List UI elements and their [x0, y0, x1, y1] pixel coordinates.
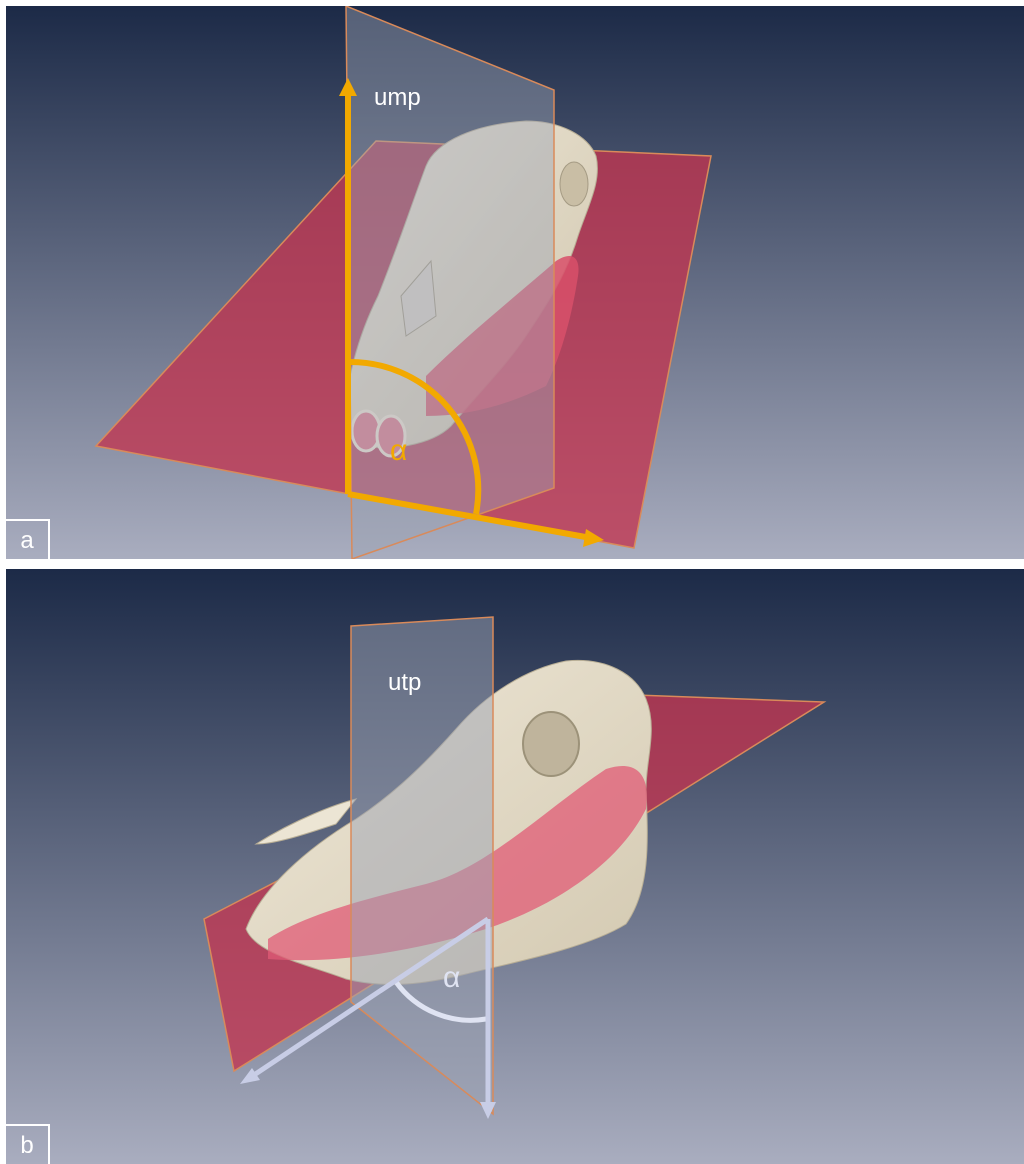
eye-socket: [523, 712, 579, 776]
panel-letter-a: a: [6, 519, 50, 559]
panel-letter-b: b: [6, 1124, 50, 1164]
panel-b-scene: [6, 569, 1024, 1164]
panel-a-scene: [6, 6, 1024, 559]
eye-socket: [560, 162, 588, 206]
panel-a: ump α a: [6, 6, 1024, 559]
plane-label-ump: ump: [374, 84, 421, 112]
angle-label-alpha: α: [443, 961, 460, 995]
plane-label-utp: utp: [388, 669, 421, 697]
panel-b: utp α b: [6, 569, 1024, 1164]
angle-label-alpha: α: [390, 434, 407, 468]
